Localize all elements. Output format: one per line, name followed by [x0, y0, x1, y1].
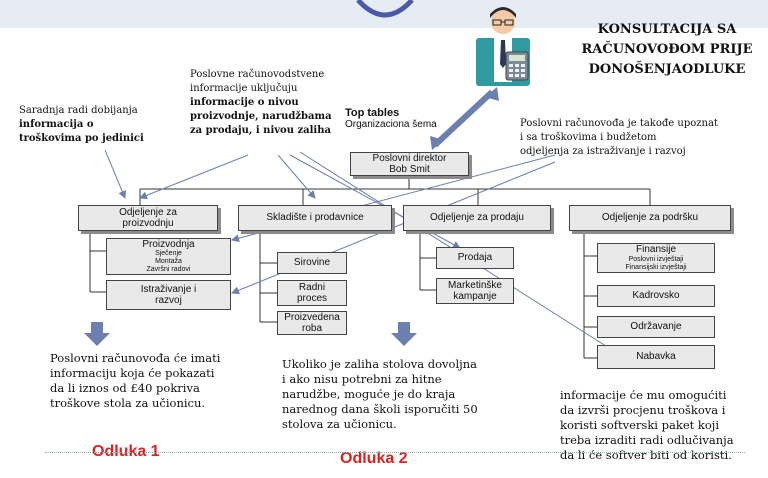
- bottom-middle-text: Ukoliko je zaliha stolova dovoljna i ako…: [282, 357, 478, 431]
- accountant-illustration: [476, 7, 530, 86]
- dept-support-box: Odjeljenje za podršku: [569, 205, 731, 231]
- note-left: Saradnja radi dobijanja informacija o tr…: [19, 105, 144, 144]
- maintenance-box: Održavanje: [597, 316, 715, 338]
- procurement-box: Nabavka: [597, 345, 715, 369]
- sales-box: Prodaja: [436, 247, 514, 269]
- research-box: Istraživanje i razvoj: [106, 280, 231, 310]
- consultation-heading: KONSULTACIJA SA RAČUNOVOĐOM PRIJE DONOŠE…: [581, 22, 753, 77]
- raw-materials-box: Sirovine: [277, 252, 347, 274]
- chart-title: Top tables Organizaciona šema: [345, 107, 437, 130]
- bottom-right-text: informacije će mu omogućiti da izvrši pr…: [560, 388, 734, 462]
- finished-goods-box: Proizvedena roba: [277, 311, 347, 335]
- note-center: Poslovne računovodstvene informacije ukl…: [190, 69, 332, 136]
- dept-sales-box: Odjeljenje za prodaju: [403, 205, 551, 231]
- director-box: Poslovni direktor Bob Smit: [350, 152, 469, 176]
- decorative-arc: [356, 0, 414, 18]
- decision-1-label: Odluka 1: [92, 443, 160, 460]
- dept-production-box: Odjeljenje za proizvodnju: [78, 205, 218, 231]
- footer-divider: [45, 452, 745, 453]
- hr-box: Kadrovsko: [597, 285, 715, 307]
- dept-warehouse-box: Skladište i prodavnice: [238, 205, 392, 231]
- marketing-box: Marketinške kampanje: [436, 278, 514, 304]
- decision-2-label: Odluka 2: [340, 450, 408, 467]
- work-process-box: Radni proces: [277, 280, 347, 306]
- production-box: Proizvodnja Sječenje Montaža Završni rad…: [106, 238, 231, 275]
- finance-box: Finansije Poslovni izvještaji Finansijsk…: [597, 243, 715, 273]
- bottom-left-text: Poslovni računovođa će imati informaciju…: [50, 351, 221, 410]
- note-right: Poslovni računovođa je takođe upoznat i …: [520, 118, 718, 157]
